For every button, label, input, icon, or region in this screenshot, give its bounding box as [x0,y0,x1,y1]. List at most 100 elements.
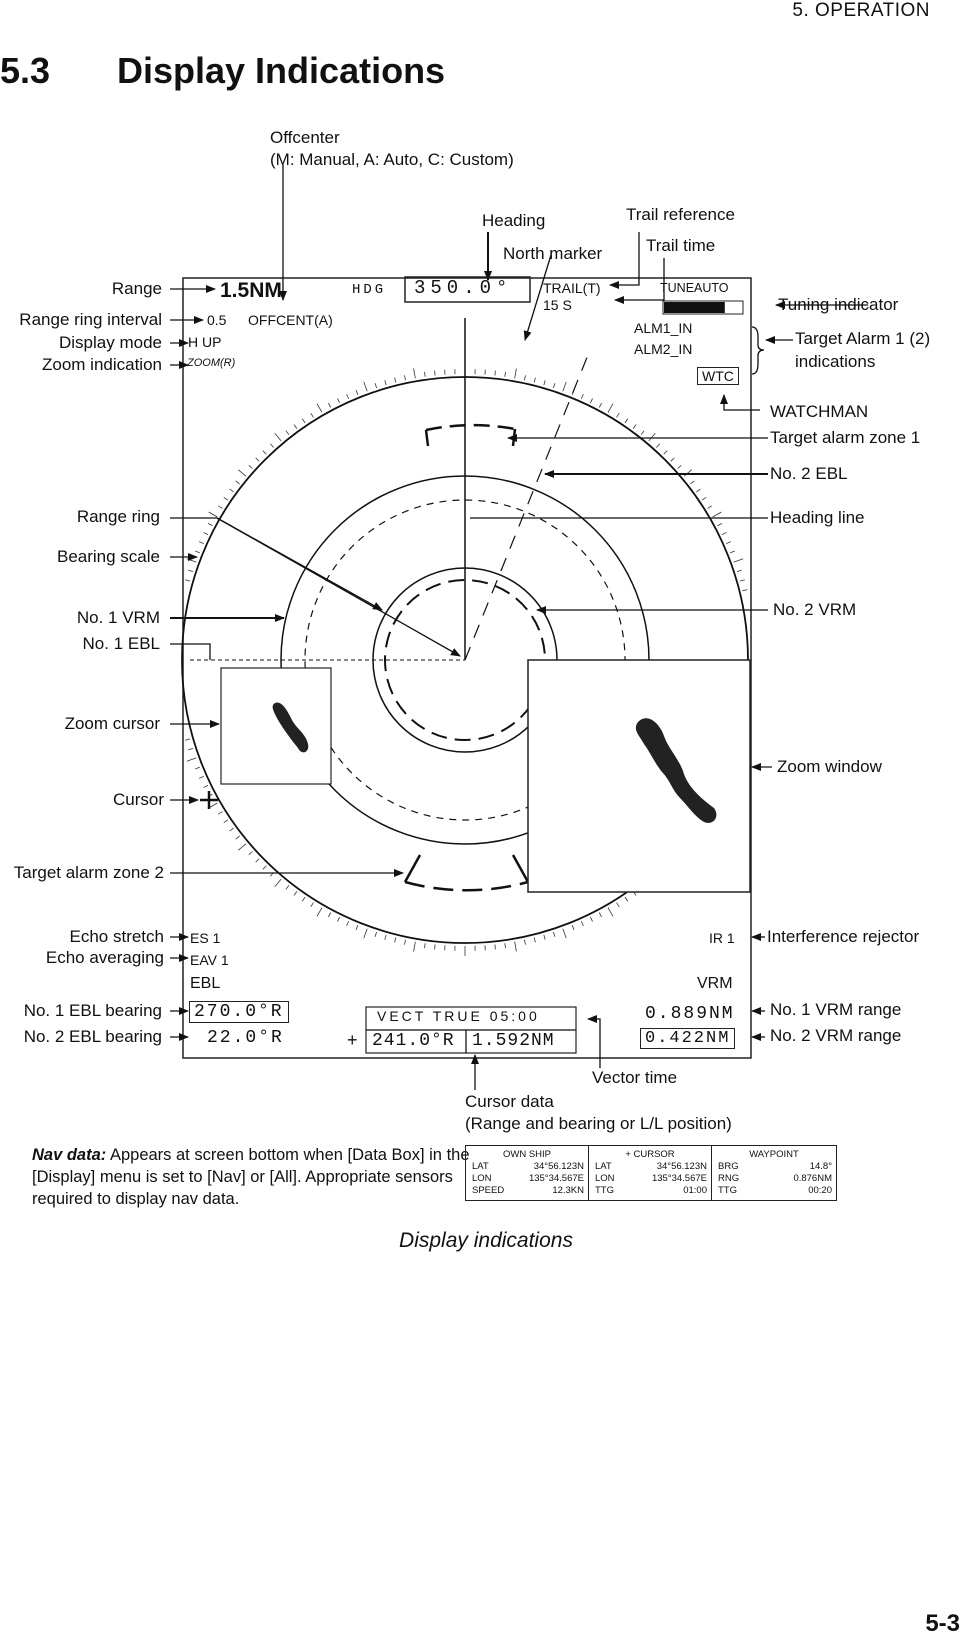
bearing-tick [310,413,314,418]
screen-vect: VECT TRUE 05:00 [377,1008,540,1024]
bearing-tick [543,380,546,386]
bearing-tick [363,381,368,392]
screen-ebl1: 270.0°R [189,1001,289,1023]
screen-offcenter: OFFCENT(A) [248,312,333,328]
bearing-tick [394,937,397,943]
bearing-tick [203,785,209,788]
bearing-tick [494,944,496,950]
bearing-tick [186,558,197,563]
bearing-tick [701,496,707,501]
bearing-tick [514,941,517,952]
callout-range: Range [111,279,162,298]
ebl-2-line [464,354,589,661]
bearing-tick [285,430,290,435]
callout-zoom-window: Zoom window [777,757,882,776]
bearing-tick [229,488,234,493]
screen-trail-time: 15 S [543,297,572,313]
bearing-tick [363,928,368,939]
callout-no1-ebl: No. 1 EBL [82,634,161,653]
bearing-tick [514,368,517,379]
nav-field-label: LON [472,1173,492,1184]
nav-field-label: RNG [718,1173,740,1184]
callout-bearing-scale: Bearing scale [56,547,160,566]
callout-target-alarm: Target Alarm 1 (2) [795,329,931,348]
bearing-tick [248,464,253,469]
bearing-tick [262,865,267,870]
callout-offcenter-detail: (M: Manual, A: Auto, C: Custom) [270,150,514,169]
bearing-tick [328,402,332,408]
screen-cursor-rng: 1.592NM [472,1031,555,1051]
screen-ebl-label: EBL [190,975,221,992]
bearing-tick [195,766,200,770]
bearing-tick [616,413,620,418]
nav-field-value: 135°34.567E [651,1173,707,1184]
bearing-tick [742,589,748,592]
chapter-header: 5. OPERATION [792,0,930,21]
bearing-tick [607,403,614,413]
bearing-tick [580,921,584,927]
bearing-tick [346,921,350,927]
callout-range-ring-interval: Range ring interval [19,310,162,329]
callout-echo-averaging: Echo averaging [45,948,164,967]
bearing-tick [223,496,229,501]
callout-no2-ebl: No. 2 EBL [770,464,848,483]
bearing-tick [285,885,290,890]
callout-range-ring: Range ring [76,507,160,526]
bearing-tick [663,450,668,455]
bearing-scale [185,364,748,956]
zoom-cursor [220,667,332,785]
bearing-tick [677,464,682,469]
nav-field-label: BRG [718,1161,739,1172]
bearing-tick [346,393,350,399]
callout-tuning-indicator: Tuning indicator [778,295,899,314]
bearing-tick [504,371,506,377]
bearing-tick [328,912,332,918]
bearing-tick [185,738,191,741]
bearing-tick [690,480,695,485]
bearing-tick [533,937,536,943]
callout-no1-ebl-bearing: No. 1 EBL bearing [23,1001,162,1020]
bearing-tick [274,878,282,888]
bearing-tick [404,375,406,381]
bearing-tick [580,393,584,399]
bearing-tick [424,371,426,377]
bearing-tick [301,418,306,424]
screen-vrm1: 0.889NM [645,1004,735,1024]
bearing-tick [434,370,436,376]
bearing-tick [726,541,732,545]
nav-cursor-title: + CURSOR [625,1149,675,1160]
target-alarm-zone-2 [404,880,529,892]
callout-cursor: Cursor [112,790,164,809]
nav-field-value: 135°34.567E [528,1173,584,1184]
callout-no2-ebl-bearing: No. 2 EBL bearing [23,1027,162,1046]
bearing-tick [524,375,526,381]
zoom-window [527,659,751,893]
bearing-tick [739,579,745,582]
screen-eav: EAV 1 [190,952,229,968]
nav-note-text: Appears at screen bottom when [Data Box]… [32,1146,470,1208]
bearing-tick [624,418,629,424]
bearing-tick [598,402,602,408]
callout-watchman: WATCHMAN [770,402,869,421]
echo-large [635,718,717,823]
callout-north-marker: North marker [503,244,603,263]
callout-no1-vrm: No. 1 VRM [76,608,160,627]
bearing-tick [413,941,416,952]
bearing-tick [188,569,194,573]
bearing-tick [262,450,267,455]
bearing-tick [195,550,200,554]
screen-vrm2: 0.422NM [640,1028,736,1049]
callout-cursor-data-detail: (Range and bearing or L/L position) [465,1114,732,1133]
bearing-tick [185,579,191,582]
bearing-tick [316,907,323,917]
callout-echo-stretch: Echo stretch [69,927,165,946]
bearing-tick [229,827,234,832]
bearing-tick [656,443,661,448]
bearing-tick [571,925,575,930]
bearing-tick [218,505,223,509]
screen-zoom: ZOOM(R) [187,357,236,369]
bearing-tick [434,944,436,950]
bearing-tick [696,488,701,493]
nav-field-value: 34°56.123N [656,1161,707,1172]
